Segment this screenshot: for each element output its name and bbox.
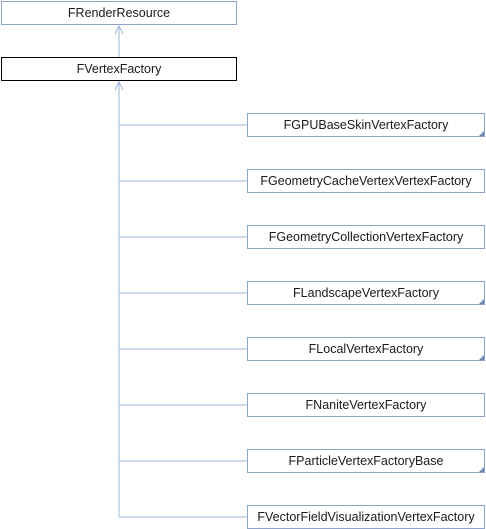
- derived-class-node[interactable]: FGeometryCollectionVertexFactory: [247, 225, 485, 249]
- derived-class-label: FGPUBaseSkinVertexFactory: [283, 118, 449, 132]
- derived-class-label: FGeometryCacheVertexVertexFactory: [260, 174, 472, 188]
- base-class-node[interactable]: FRenderResource: [1, 1, 237, 25]
- current-class-label: FVertexFactory: [76, 62, 162, 76]
- derived-class-label: FLandscapeVertexFactory: [293, 286, 439, 300]
- base-class-label: FRenderResource: [67, 6, 171, 20]
- edge-branches: [119, 124, 247, 518]
- derived-class-node[interactable]: FLocalVertexFactory: [247, 337, 485, 361]
- derived-class-node[interactable]: FNaniteVertexFactory: [247, 393, 485, 417]
- collapsed-marker-icon: [479, 299, 484, 304]
- derived-class-label: FVectorFieldVisualizationVertexFactory: [257, 510, 475, 524]
- derived-class-node[interactable]: FGPUBaseSkinVertexFactory: [247, 113, 485, 137]
- derived-class-node[interactable]: FLandscapeVertexFactory: [247, 281, 485, 305]
- derived-class-node[interactable]: FVectorFieldVisualizationVertexFactory: [247, 505, 485, 529]
- derived-class-label: FLocalVertexFactory: [308, 342, 424, 356]
- derived-class-node[interactable]: FParticleVertexFactoryBase: [247, 449, 485, 473]
- derived-class-label: FNaniteVertexFactory: [305, 398, 427, 412]
- derived-class-label: FGeometryCollectionVertexFactory: [268, 230, 464, 244]
- collapsed-marker-icon: [479, 355, 484, 360]
- collapsed-marker-icon: [479, 467, 484, 472]
- collapsed-marker-icon: [479, 131, 484, 136]
- derived-class-node[interactable]: FGeometryCacheVertexVertexFactory: [247, 169, 485, 193]
- derived-class-label: FParticleVertexFactoryBase: [288, 454, 444, 468]
- current-class-node: FVertexFactory: [1, 57, 237, 81]
